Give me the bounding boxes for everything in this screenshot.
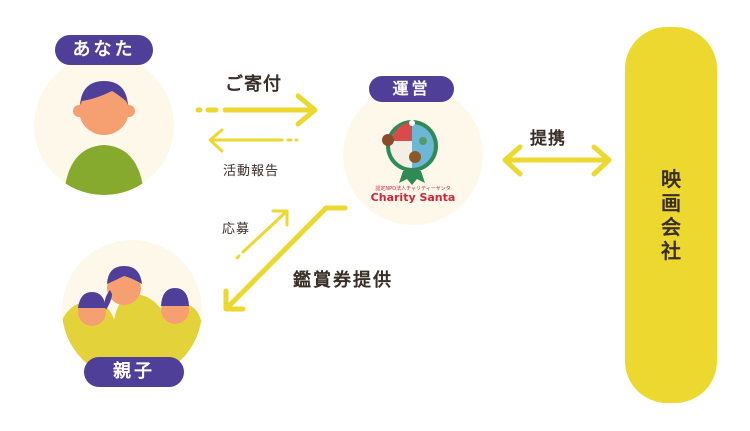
partnership-label: 提携 <box>530 129 566 149</box>
operator-badge: 運営 <box>369 76 454 102</box>
application-arrow <box>235 209 289 260</box>
you-circle <box>34 55 174 195</box>
activity-report-arrow <box>208 128 299 153</box>
logo-name: Charity Santa <box>370 191 456 204</box>
donation-arrow <box>195 93 318 127</box>
application-label: 応募 <box>222 222 251 237</box>
donation-label: ご寄付 <box>225 74 282 95</box>
ticket-provision-arrow <box>223 205 348 312</box>
you-badge: あなた <box>55 35 153 65</box>
movie-company-bar: 映 画 会 社 <box>625 27 717 403</box>
ticket-provision-label: 鑑賞券提供 <box>293 270 393 291</box>
logo-subtitle: 認定NPO法人チャリティーサンタ <box>375 186 451 192</box>
person-icon <box>64 81 144 195</box>
partnership-arrow <box>502 144 612 177</box>
family-badge: 親子 <box>84 357 184 387</box>
movie-company-label: 映 画 会 社 <box>661 167 681 263</box>
charity-santa-logo-icon <box>382 120 438 185</box>
operator-circle: 認定NPO法人チャリティーサンタ Charity Santa <box>343 85 483 225</box>
activity-report-label: 活動報告 <box>223 164 280 179</box>
